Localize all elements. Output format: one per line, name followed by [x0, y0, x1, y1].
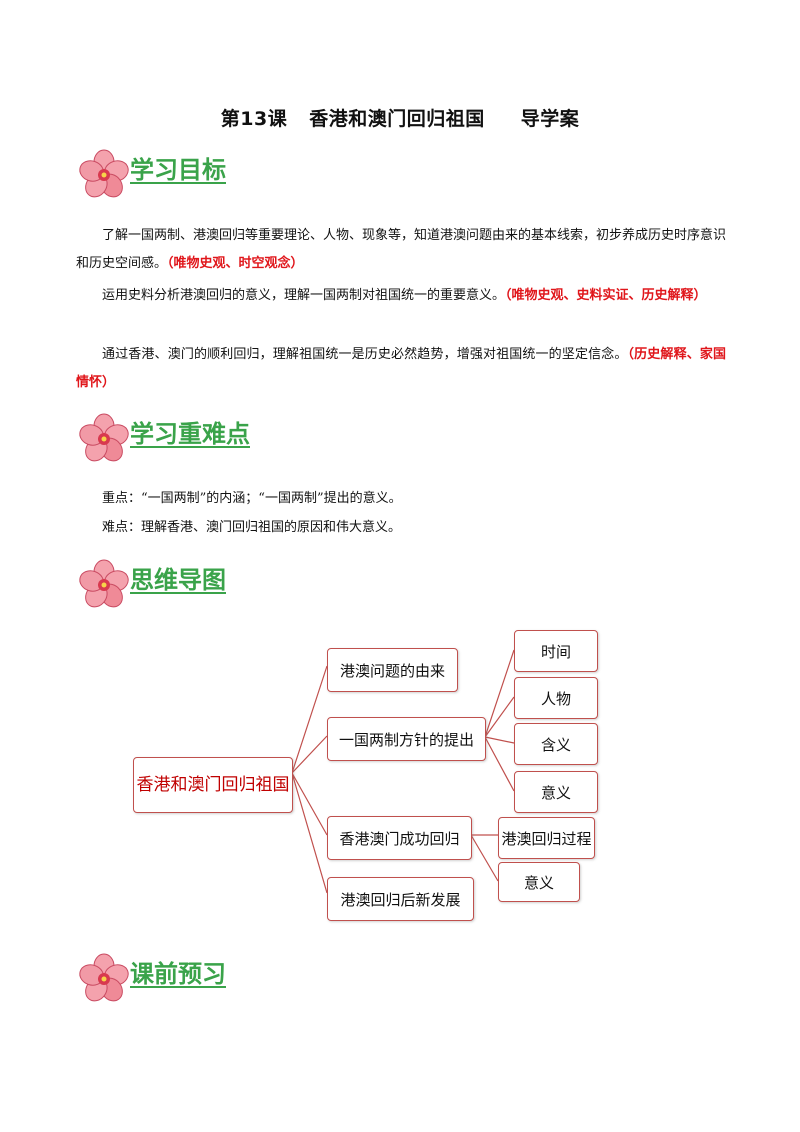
branch-node: 香港澳门成功回归 — [327, 816, 472, 860]
connector — [470, 834, 499, 882]
plum-blossom-icon — [79, 953, 129, 1002]
branch-node: 港澳问题的由来 — [327, 648, 458, 692]
connector — [291, 665, 328, 894]
leaf-node: 人物 — [514, 677, 598, 719]
mind-map-root: 香港和澳门回归祖国 — [133, 757, 293, 813]
doc-type: 导学案 — [520, 108, 580, 130]
objective-3: 通过香港、澳门的顺利回归，理解祖国统一是历史必然趋势，增强对祖国统一的坚定信念。… — [76, 347, 726, 390]
connector — [484, 649, 515, 792]
section-title: 课前预习 — [130, 960, 226, 988]
lesson-number: 第13课 — [220, 108, 288, 130]
key-point: 重点：“一国两制”的内涵；“一国两制”提出的意义。 — [102, 491, 402, 506]
objective-1: 了解一国两制、港澳回归等重要理论、人物、现象等，知道港澳问题由来的基本线索，初步… — [76, 228, 727, 271]
section-title: 学习目标 — [130, 156, 226, 184]
page-title: 第13课香港和澳门回归祖国 导学案 — [0, 104, 800, 131]
lesson-topic: 香港和澳门回归祖国 — [309, 108, 485, 130]
difficult-point: 难点：理解香港、澳门回归祖国的原因和伟大意义。 — [102, 520, 402, 535]
leaf-node: 意义 — [514, 771, 598, 813]
leaf-node: 时间 — [514, 630, 598, 672]
leaf-node: 港澳回归过程 — [498, 817, 595, 859]
section-title: 学习重难点 — [130, 420, 250, 448]
leaf-node: 含义 — [514, 723, 598, 765]
branch-node: 港澳回归后新发展 — [327, 877, 474, 921]
plum-blossom-icon — [79, 413, 129, 462]
branch-node: 一国两制方针的提出 — [327, 717, 486, 761]
leaf-node: 意义 — [498, 862, 580, 902]
objective-2: 运用史料分析港澳回归的意义，理解一国两制对祖国统一的重要意义。（唯物史观、史料实… — [102, 288, 707, 303]
plum-blossom-icon — [79, 559, 129, 608]
section-title: 思维导图 — [130, 566, 226, 594]
plum-blossom-icon — [79, 149, 129, 198]
